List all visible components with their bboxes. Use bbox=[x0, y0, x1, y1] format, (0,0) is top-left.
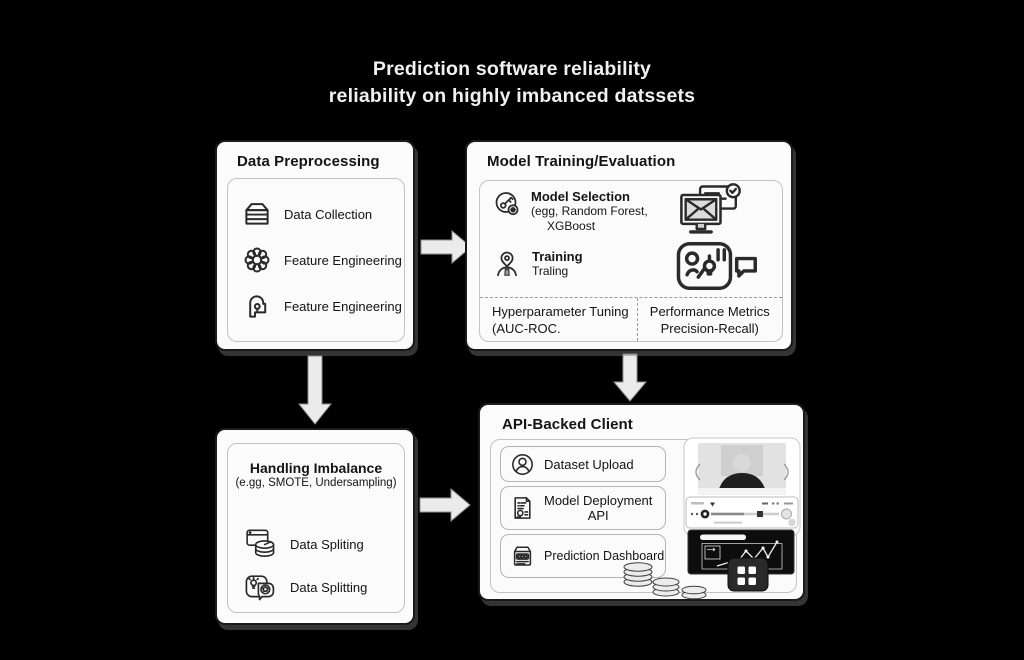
cell-line-1: Performance Metrics bbox=[649, 304, 770, 319]
cell-line-1: Hyperparameter Tuning bbox=[492, 304, 629, 319]
item-label: Model Selection bbox=[531, 189, 630, 204]
item-label: Feature Engineering bbox=[284, 252, 402, 268]
node-data-preprocessing: Data Preprocessing Data Collection Fe bbox=[215, 140, 415, 351]
dashboard-box-icon bbox=[513, 546, 532, 566]
item-sublabel: (egg, Random Forest, bbox=[531, 204, 648, 218]
client-item-prediction-dashboard: Prediction Dashboard bbox=[500, 534, 666, 578]
cell-line-2: (AUC-ROC. bbox=[492, 321, 561, 336]
list-item-feature-engineering-1: Feature Engineering bbox=[240, 243, 404, 277]
layers-icon bbox=[245, 203, 269, 225]
flower-icon bbox=[244, 247, 270, 273]
node-title: Model Training/Evaluation bbox=[487, 153, 676, 170]
media-player-bar bbox=[685, 496, 799, 529]
list-item-data-splitting: Data Splitting bbox=[244, 570, 367, 604]
diagram-title: Prediction software reliability reliabil… bbox=[262, 56, 762, 110]
model-deployment-text: Model Deployment API bbox=[544, 493, 652, 523]
title-line-1: Prediction software reliability bbox=[372, 58, 652, 80]
node-handling-imbalance: Handling Imbalance (e.gg, SMOTE, Undersa… bbox=[215, 428, 415, 625]
coins-stack bbox=[623, 562, 707, 600]
item-label: Model Deployment bbox=[544, 493, 653, 508]
cell-line-2: Precision-Recall) bbox=[660, 321, 759, 336]
imbalance-panel: Handling Imbalance (e.gg, SMOTE, Undersa… bbox=[227, 443, 405, 613]
client-panel: Dataset Upload Model Deployment API bbox=[490, 439, 797, 593]
list-item-data-spliting: Data Spliting bbox=[244, 528, 364, 560]
list-item-training: Training Traling bbox=[492, 247, 583, 281]
window-database-icon bbox=[246, 529, 275, 558]
idea-badge-icon bbox=[245, 575, 275, 601]
document-list-icon bbox=[514, 497, 531, 519]
lock-icon bbox=[249, 295, 267, 318]
training-top-section: Model Selection (egg, Random Forest, XGB… bbox=[480, 181, 782, 297]
app-tile-card bbox=[727, 557, 769, 592]
preprocessing-panel: Data Collection Feature Engineering bbox=[227, 178, 405, 342]
client-app-illustration bbox=[623, 437, 801, 600]
arrow-preprocessing-to-imbalance bbox=[297, 355, 333, 425]
item-label: Data Collection bbox=[284, 206, 373, 222]
training-text: Training Traling bbox=[532, 249, 583, 279]
video-call-scene bbox=[695, 443, 789, 495]
title-line-2: reliability on highly imbanced datssets bbox=[328, 85, 696, 107]
user-circle-icon bbox=[512, 453, 533, 475]
monitor-mail-check-icon bbox=[680, 183, 741, 234]
item-label: Feature Engineering bbox=[284, 298, 402, 314]
node-subtitle: (e.gg, SMOTE, Undersampling) bbox=[235, 477, 397, 489]
model-selection-text: Model Selection (egg, Random Forest, XGB… bbox=[531, 189, 648, 234]
person-idea-chat-icon bbox=[676, 241, 757, 291]
node-api-backed-client: API-Backed Client Dataset Upload bbox=[478, 403, 805, 601]
node-model-training-evaluation: Model Training/Evaluation Model S bbox=[465, 140, 793, 351]
client-item-dataset-upload: Dataset Upload bbox=[500, 446, 666, 482]
node-title: API-Backed Client bbox=[502, 416, 633, 433]
arrow-preprocessing-to-training bbox=[420, 229, 472, 265]
cell-hyperparameter-tuning: Hyperparameter Tuning (AUC-ROC. bbox=[480, 298, 638, 341]
list-item-feature-engineering-2: Feature Engineering bbox=[240, 289, 404, 323]
arrow-imbalance-to-client bbox=[419, 487, 471, 523]
client-item-model-deployment-api: Model Deployment API bbox=[500, 486, 666, 530]
node-title: Data Preprocessing bbox=[237, 153, 380, 170]
item-label: Training bbox=[532, 249, 583, 264]
item-sublabel: Traling bbox=[532, 264, 569, 278]
node-title: Handling Imbalance bbox=[249, 460, 383, 476]
metrics-strip: Hyperparameter Tuning (AUC-ROC. Performa… bbox=[480, 297, 782, 341]
item-label: Dataset Upload bbox=[544, 456, 634, 472]
list-item-model-selection: Model Selection (egg, Random Forest, XGB… bbox=[492, 189, 648, 234]
list-item-data-collection: Data Collection bbox=[240, 197, 404, 231]
key-gear-icon bbox=[495, 192, 519, 216]
item-label: Prediction Dashboard bbox=[544, 549, 665, 563]
cell-performance-metrics: Performance Metrics Precision-Recall) bbox=[638, 298, 783, 341]
item-sublabel: XGBoost bbox=[547, 219, 596, 233]
arrow-training-to-client bbox=[612, 353, 648, 402]
item-label: Data Spliting bbox=[290, 536, 364, 552]
item-label: Data Splitting bbox=[290, 579, 368, 595]
training-panel: Model Selection (egg, Random Forest, XGB… bbox=[479, 180, 783, 342]
person-pin-icon bbox=[497, 251, 517, 277]
item-label-2: API bbox=[587, 508, 609, 523]
